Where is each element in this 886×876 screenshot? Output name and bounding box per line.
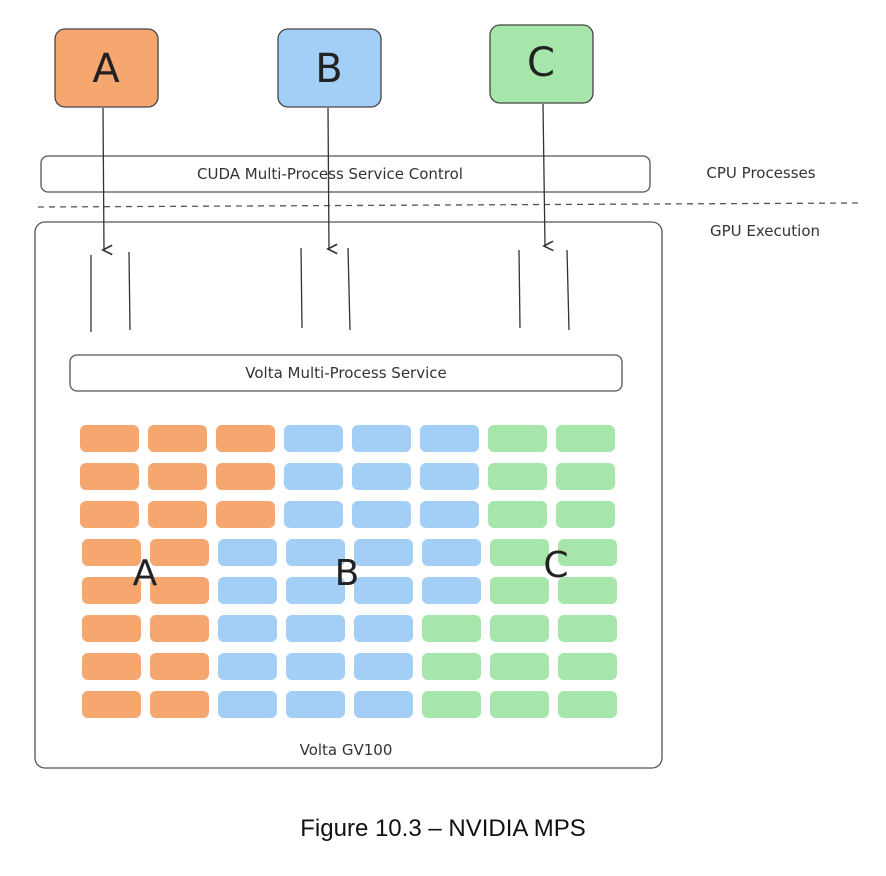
sm-block-a	[148, 501, 207, 528]
figure-caption: Figure 10.3 – NVIDIA MPS	[300, 815, 586, 842]
sm-block-a	[82, 615, 141, 642]
sm-block-a	[150, 577, 209, 604]
gpu-box	[34, 221, 663, 769]
sm-block-c	[558, 653, 617, 680]
sm-block-c	[488, 463, 547, 490]
sm-block-a	[80, 463, 139, 490]
sm-block-b	[284, 463, 343, 490]
sm-block-a	[82, 577, 141, 604]
sm-block-c	[490, 691, 549, 718]
sm-block-b	[284, 425, 343, 452]
sm-block-a	[150, 653, 209, 680]
sm-block-b	[422, 577, 481, 604]
process-label-a: A	[92, 46, 120, 92]
sm-block-c	[490, 653, 549, 680]
region-label-a: A	[133, 553, 158, 594]
cpu-gpu-separator	[37, 202, 859, 208]
gpu-execution-label: GPU Execution	[710, 222, 820, 240]
sm-block-b	[422, 539, 481, 566]
sm-block-b	[354, 615, 413, 642]
volta-mps-bar	[69, 354, 623, 392]
sm-block-b	[286, 539, 345, 566]
sm-block-c	[556, 501, 615, 528]
channel-lines-a	[90, 251, 131, 332]
volta-mps-label: Volta Multi-Process Service	[245, 364, 446, 382]
sm-block-b	[286, 691, 345, 718]
sm-block-a	[150, 539, 209, 566]
process-box-a: A	[54, 28, 159, 108]
mps-control-bar	[40, 155, 651, 193]
sm-block-c	[490, 577, 549, 604]
sm-block-b	[286, 615, 345, 642]
arrow-process-b	[328, 107, 329, 249]
process-box-b: B	[277, 28, 382, 108]
region-label-c: C	[543, 545, 568, 586]
sm-block-c	[422, 615, 481, 642]
arrow-process-c	[542, 103, 545, 246]
sm-block-c	[422, 653, 481, 680]
mps-diagram: A B C CUDA Multi-Process Service Control…	[34, 24, 859, 769]
mps-control-label: CUDA Multi-Process Service Control	[197, 165, 463, 183]
sm-block-c	[556, 425, 615, 452]
sm-block-a	[150, 691, 209, 718]
sm-block-c	[558, 539, 617, 566]
gpu-label: Volta GV100	[300, 741, 393, 759]
sm-block-b	[218, 577, 277, 604]
sm-block-b	[352, 425, 411, 452]
sm-block-a	[150, 615, 209, 642]
sm-block-b	[354, 539, 413, 566]
sm-block-a	[82, 653, 141, 680]
sm-block-a	[148, 463, 207, 490]
cpu-processes-label: CPU Processes	[706, 164, 815, 182]
channel-lines-b	[300, 247, 351, 331]
sm-block-b	[218, 615, 277, 642]
sm-grid	[80, 425, 617, 718]
sm-block-b	[420, 501, 479, 528]
channel-lines-c	[518, 249, 570, 331]
sm-block-b	[420, 425, 479, 452]
sm-block-b	[286, 653, 345, 680]
sm-block-c	[488, 425, 547, 452]
process-label-c: C	[527, 40, 555, 86]
sm-block-a	[216, 425, 275, 452]
sm-block-b	[354, 653, 413, 680]
process-label-b: B	[315, 46, 342, 92]
sm-block-a	[216, 463, 275, 490]
sm-block-b	[218, 539, 277, 566]
sm-block-c	[490, 615, 549, 642]
sm-block-b	[354, 691, 413, 718]
sm-block-b	[286, 577, 345, 604]
sm-block-b	[218, 691, 277, 718]
arrow-process-a	[103, 107, 104, 250]
sm-block-a	[82, 691, 141, 718]
sm-block-b	[420, 463, 479, 490]
sm-block-c	[558, 615, 617, 642]
region-label-b: B	[335, 553, 360, 594]
sm-block-c	[490, 539, 549, 566]
sm-block-a	[80, 425, 139, 452]
sm-block-c	[558, 577, 617, 604]
sm-block-c	[422, 691, 481, 718]
sm-block-c	[556, 463, 615, 490]
sm-block-a	[216, 501, 275, 528]
sm-block-b	[352, 463, 411, 490]
sm-block-b	[352, 501, 411, 528]
sm-block-b	[284, 501, 343, 528]
process-box-c: C	[489, 24, 594, 104]
sm-block-b	[218, 653, 277, 680]
sm-block-c	[558, 691, 617, 718]
sm-block-b	[354, 577, 413, 604]
sm-block-a	[80, 501, 139, 528]
sm-block-a	[82, 539, 141, 566]
sm-block-a	[148, 425, 207, 452]
sm-block-c	[488, 501, 547, 528]
